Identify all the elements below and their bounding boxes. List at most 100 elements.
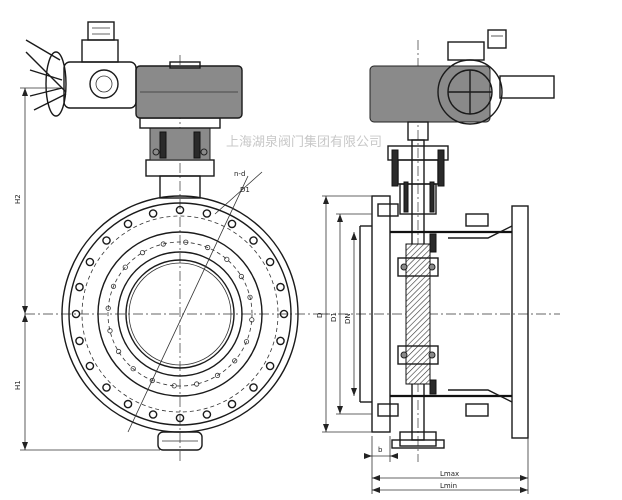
bonnet-bolt-left	[391, 149, 399, 187]
inner-bolt	[149, 377, 155, 384]
motor-window-inner	[95, 75, 113, 93]
seat-ring	[117, 251, 243, 377]
dim-lmin-arrow-right	[520, 487, 528, 493]
body-bottom-plate	[391, 439, 445, 449]
bolt-hole	[227, 219, 237, 229]
actuator-motor	[25, 21, 137, 117]
dim-lmax-arrow-right	[520, 475, 528, 481]
side-gearbox	[369, 29, 555, 141]
bottom-lug	[157, 431, 203, 451]
left-top-flange-bolt	[377, 203, 399, 217]
side-lmax-label: Lmax	[440, 470, 459, 478]
inner-bolt	[249, 317, 255, 323]
side-top-box	[487, 29, 507, 49]
h1-label: H1	[14, 380, 22, 390]
bolt-hole	[75, 282, 84, 292]
handwheel-spoke-2	[29, 69, 63, 81]
bolt-spec-label: n-d	[234, 170, 245, 178]
disc-seal-bottom	[429, 379, 437, 395]
front-d1-label: D1	[240, 186, 250, 194]
inner-bolt	[110, 283, 117, 289]
disc-hub-bottom	[397, 345, 439, 365]
side-terminal-box	[447, 41, 485, 61]
disc-hub-top	[397, 257, 439, 277]
d1-leader-line	[127, 175, 249, 433]
side-diameter-dimensions: D D1 DN	[316, 195, 372, 433]
hub-pin-top-right	[428, 263, 436, 271]
side-body	[359, 195, 529, 449]
flange-outer-circle-2	[68, 202, 292, 426]
inner-bolt-holes	[105, 239, 255, 389]
dim-d-arrow-bottom	[323, 424, 329, 432]
motor-housing	[63, 61, 137, 109]
bolt-hole	[265, 257, 275, 267]
handwheel-spoke-5	[25, 39, 61, 61]
bore-circle	[125, 259, 235, 369]
bolt-hole	[276, 282, 285, 292]
bolt-hole	[175, 205, 185, 215]
outer-bolt-holes	[71, 205, 289, 423]
motor-terminal-box	[81, 39, 119, 63]
neck-seal-right	[429, 181, 435, 213]
bolt-hole	[175, 413, 185, 423]
side-disc	[397, 233, 439, 395]
inner-bolt	[243, 339, 250, 345]
inner-bolt	[107, 328, 113, 334]
hub-pin-top-left	[400, 263, 408, 271]
bolt-hole	[75, 336, 84, 346]
inner-bolt	[183, 239, 189, 245]
handwheel-spoke-4	[33, 93, 67, 111]
neck-seal-left	[403, 181, 409, 213]
bolt-hole	[123, 219, 133, 229]
inner-bolt-circle	[107, 241, 253, 387]
bolt-hole	[102, 236, 111, 245]
side-b-label: b	[378, 446, 383, 454]
left-flange	[371, 195, 391, 433]
bolt-hole	[265, 361, 275, 371]
inner-bolt	[105, 305, 111, 311]
company-watermark: 上海湖泉阀门集团有限公司	[226, 134, 382, 150]
bolt-hole	[249, 236, 258, 245]
right-flange	[511, 205, 529, 439]
bolt-hole	[85, 257, 95, 267]
disc-seal-top	[429, 233, 437, 253]
inner-bolt	[238, 273, 244, 280]
dim-b-arrow-left	[364, 453, 372, 459]
inner-bolt	[130, 366, 136, 372]
motor-top-box	[87, 21, 115, 41]
dim-lmax-arrow-left	[372, 475, 380, 481]
bolt-hole	[202, 209, 212, 218]
dim-d-arrow-top	[323, 196, 329, 204]
right-bottom-flange-bolt	[465, 403, 489, 417]
front-view: n-d D1	[14, 21, 330, 462]
bolt-hole	[123, 399, 133, 409]
hub-pin-bottom-right	[428, 351, 436, 359]
gearbox-cap	[169, 61, 201, 69]
bolt-hole	[148, 209, 158, 218]
side-d-label: D	[316, 313, 324, 318]
right-cone-top	[448, 225, 513, 239]
valve-neck	[139, 117, 221, 199]
yoke-stud-right	[193, 131, 201, 159]
inner-bolt	[171, 383, 177, 389]
bolt-hole	[71, 309, 81, 319]
left-bottom-flange-bolt	[377, 403, 399, 417]
bolt-hole	[276, 336, 285, 346]
inner-bolt	[247, 294, 253, 300]
side-view: D D1 DN b Lmax	[316, 29, 560, 494]
side-gearbox-body	[369, 65, 491, 123]
side-d1-label: D1	[330, 312, 338, 322]
bolt-hole	[85, 361, 95, 371]
bolt-hole	[249, 383, 258, 392]
h2-arrow-top	[22, 88, 28, 96]
disc-section	[405, 243, 431, 385]
right-top-flange-bolt	[465, 213, 489, 227]
bolt-circle	[81, 215, 279, 413]
inner-bolt	[139, 250, 146, 256]
h1-arrow-top	[22, 314, 28, 322]
side-lmin-label: Lmin	[440, 482, 457, 490]
height-dimensions: H2 H1	[14, 87, 160, 451]
h1-arrow-bottom	[22, 442, 28, 450]
dim-dn-arrow-top	[351, 232, 357, 240]
dim-b-arrow-right	[390, 453, 398, 459]
